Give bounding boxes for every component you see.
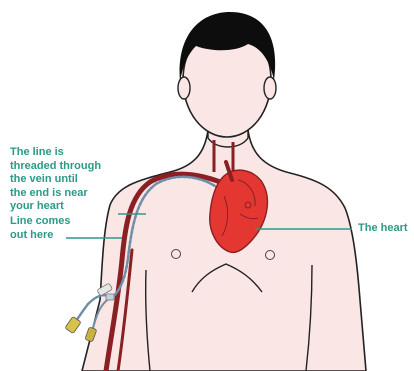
label-threaded-line: The line is [10,146,101,160]
right-ear [264,77,276,99]
label-comes-out-line: out here [10,229,71,243]
label-line-comes-out: Line comes out here [10,215,71,242]
left-ear [178,77,190,99]
label-the-heart: The heart [358,222,408,236]
label-comes-out-line: Line comes [10,215,71,229]
label-threaded-line: threaded through [10,160,101,174]
label-threaded: The line is threaded through the vein un… [10,146,101,214]
label-threaded-line: the vein until [10,173,101,187]
label-threaded-line: your heart [10,200,101,214]
label-threaded-line: the end is near [10,187,101,201]
label-heart-text: The heart [358,222,408,236]
